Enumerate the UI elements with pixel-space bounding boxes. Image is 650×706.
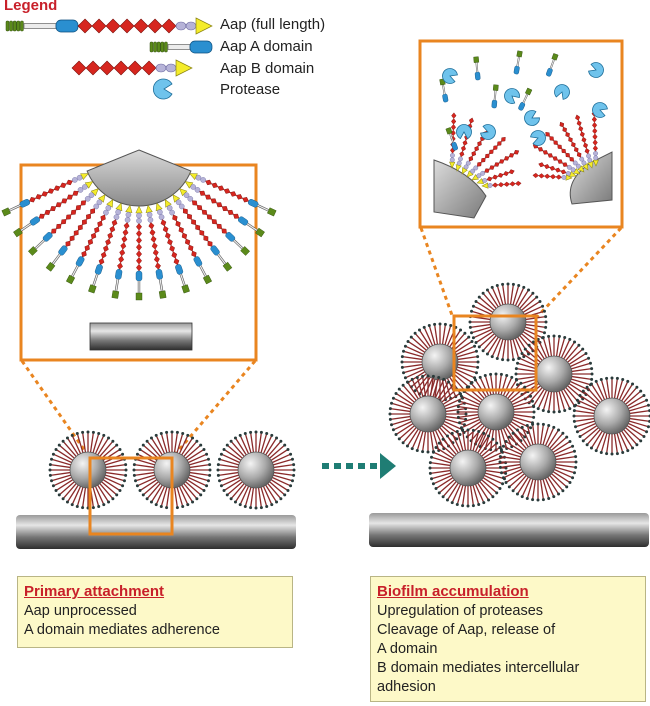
legend-label-b-domain: Aap B domain	[220, 60, 315, 77]
left-connector-line	[170, 360, 257, 459]
panel-line: A domain mediates adherence	[24, 622, 220, 638]
legend-label-full-length: Aap (full length)	[220, 16, 326, 33]
transition-arrow	[322, 453, 396, 479]
right-substrate-surface	[369, 513, 649, 547]
panel-line: Aap unprocessed	[24, 603, 137, 619]
panel-line: Upregulation of proteases	[377, 603, 544, 619]
left-connector-line	[20, 360, 92, 459]
legend-graphics	[5, 17, 213, 100]
legend-title: Legend	[4, 0, 58, 14]
right-zoom-content	[433, 50, 613, 219]
panel-line: adhesion	[377, 679, 436, 695]
biofilm-accumulation-heading: Biofilm accumulation	[377, 583, 529, 600]
legend-label-a-domain: Aap A domain	[220, 38, 313, 55]
left-zoom-content	[1, 149, 277, 351]
legend-label-protease: Protease	[220, 81, 281, 98]
panel-line: B domain mediates intercellular	[377, 660, 580, 676]
left-substrate-surface	[16, 515, 296, 549]
aap-b-domain-icon	[71, 59, 193, 77]
primary-attachment-panel: Primary attachment Aap unprocessed A dom…	[17, 576, 293, 648]
right-connector-line	[419, 227, 455, 319]
left-highlight-box	[88, 456, 174, 536]
panel-line: Cleavage of Aap, release of	[377, 622, 556, 638]
biofilm-accumulation-panel: Biofilm accumulation Upregulation of pro…	[370, 576, 646, 702]
protease-icon	[152, 78, 173, 100]
primary-attachment-heading: Primary attachment	[24, 583, 165, 600]
aap-full-length-icon	[5, 17, 213, 35]
panel-line: A domain	[377, 641, 438, 657]
right-highlight-box	[452, 314, 538, 392]
primary-attachment-scene	[1, 149, 296, 549]
right-connector-line	[534, 226, 623, 320]
aap-a-domain-icon	[149, 40, 213, 54]
biofilm-accumulation-scene	[369, 39, 650, 547]
